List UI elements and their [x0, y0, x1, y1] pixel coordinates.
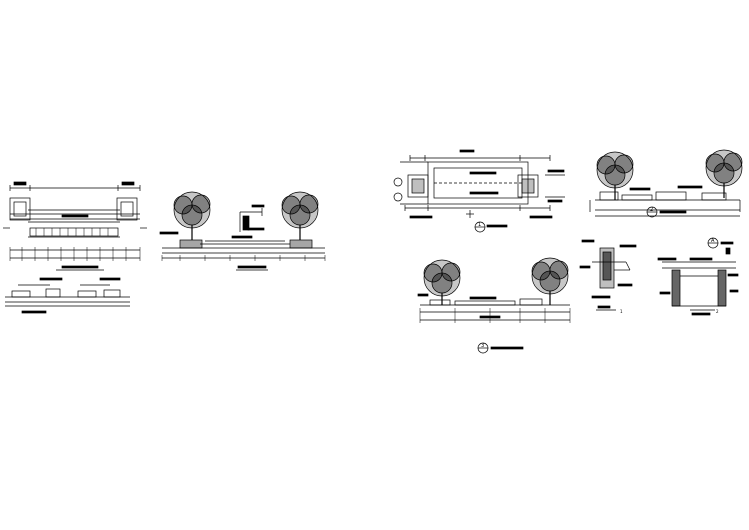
callout-circle: 3: [477, 342, 489, 354]
planter-elevation-left: [5, 277, 130, 314]
plan-left-ticks: [9, 247, 141, 261]
small-section-detail-a: [239, 204, 265, 232]
section-mark: 2: [716, 309, 719, 314]
tree-elevation-a: [159, 191, 326, 271]
callout-circle: A: [707, 237, 719, 249]
plan-left-hatch: [35, 228, 109, 236]
tree-elevation-lower: 3: [417, 257, 571, 354]
deciduous-tree-icon: [596, 151, 634, 200]
deciduous-tree-icon: [531, 257, 569, 305]
lower-elev-ticks: [419, 308, 571, 323]
callout-letter: A: [711, 238, 715, 244]
section-mark: 1: [620, 309, 623, 314]
section-detail-1: 1: [579, 239, 637, 314]
section-detail-2: A 2: [657, 237, 739, 316]
deciduous-tree-icon: [423, 259, 461, 305]
tree-elevation-a-ticks: [161, 255, 326, 261]
callout-number: 1: [478, 222, 481, 228]
callout-number: 2: [650, 207, 653, 213]
planter-plan-left: [3, 181, 147, 271]
deciduous-tree-icon: [173, 191, 211, 240]
plan-view-main: 1: [393, 149, 565, 233]
callout-circle: 2: [646, 206, 658, 218]
deciduous-tree-icon: [705, 149, 743, 198]
callout-circle: 1: [474, 221, 486, 233]
tree-elevation-right: 2: [589, 149, 743, 218]
callout-number: 3: [481, 343, 484, 349]
deciduous-tree-icon: [281, 191, 319, 240]
